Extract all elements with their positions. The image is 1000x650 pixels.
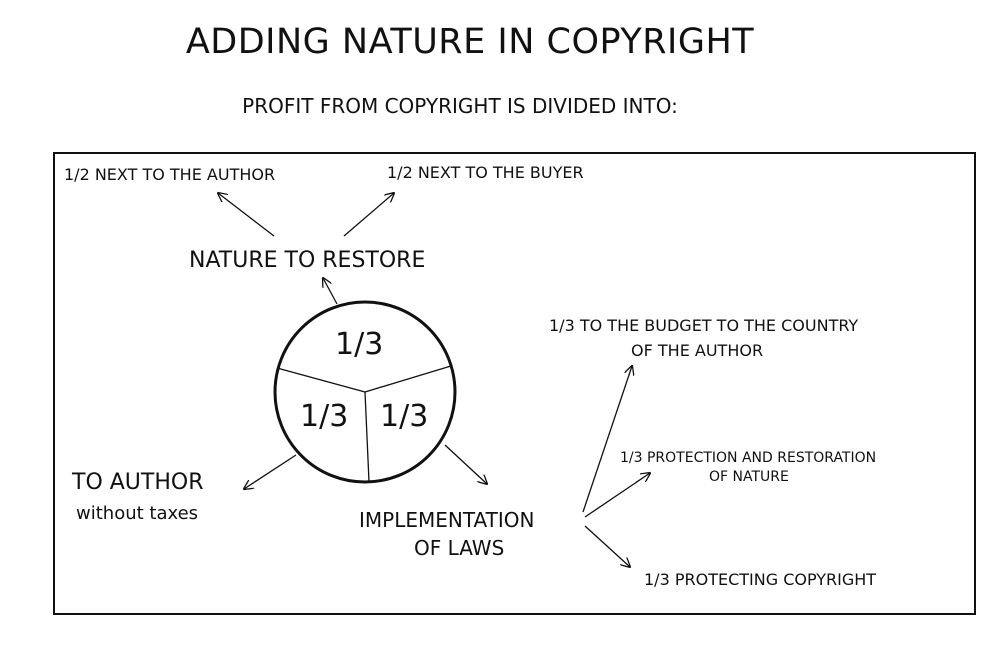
arrow-to-nature — [323, 278, 338, 305]
arrow-to-protection — [584, 473, 650, 518]
author-half-label: 1/2 NEXT TO THE AUTHOR — [64, 165, 276, 184]
pie-divider-left — [276, 367, 366, 393]
page-subtitle: PROFIT FROM COPYRIGHT IS DIVIDED INTO: — [242, 94, 678, 118]
arrow-to-copyright — [584, 525, 630, 567]
author-note: without taxes — [76, 503, 199, 524]
page-title: ADDING NATURE IN COPYRIGHT — [185, 22, 755, 62]
to-author-label: TO AUTHOR — [72, 470, 204, 495]
implementation-label-line2: OF LAWS — [414, 536, 505, 560]
arrow-to-author-half — [218, 193, 275, 237]
arrow-to-budget — [582, 366, 632, 513]
budget-label-line1: 1/3 TO THE BUDGET TO THE COUNTRY — [549, 316, 859, 335]
pie-divider-right — [364, 365, 452, 393]
nature-to-restore-label: NATURE TO RESTORE — [189, 248, 426, 273]
arrow-to-laws — [444, 444, 487, 484]
pie-divider-bottom — [364, 391, 370, 483]
pie-share-right: 1/3 — [380, 399, 429, 434]
budget-label-line2: OF THE AUTHOR — [631, 341, 764, 360]
buyer-half-label: 1/2 NEXT TO THE BUYER — [387, 163, 584, 182]
protection-label-line1: 1/3 PROTECTION AND RESTORATION — [620, 450, 877, 466]
pie-circle — [273, 300, 457, 484]
protection-label-line2: OF NATURE — [709, 469, 789, 485]
pie-share-top: 1/3 — [335, 327, 384, 362]
copyright-label: 1/3 PROTECTING COPYRIGHT — [644, 570, 877, 589]
diagram-frame — [53, 152, 976, 615]
pie-share-left: 1/3 — [300, 399, 349, 434]
arrow-to-buyer-half — [343, 193, 394, 237]
implementation-label-line1: IMPLEMENTATION — [359, 508, 535, 532]
arrow-to-author — [244, 454, 297, 489]
